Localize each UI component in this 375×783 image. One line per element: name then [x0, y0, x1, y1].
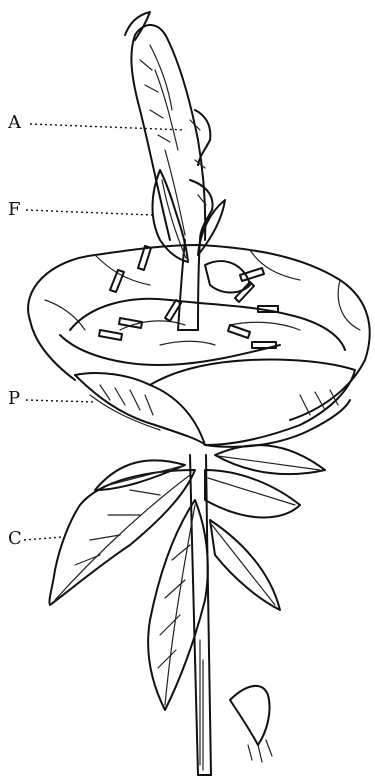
leader-p	[26, 400, 95, 402]
leaves	[49, 445, 325, 762]
label-c: C	[8, 528, 22, 549]
label-f: F	[8, 199, 21, 220]
leader-c	[24, 537, 62, 540]
leader-a	[30, 124, 185, 130]
label-p: P	[8, 388, 20, 409]
leader-lines	[24, 124, 185, 540]
label-a: A	[7, 112, 22, 133]
labels: A F P C	[7, 112, 22, 549]
floral-axis	[125, 12, 250, 330]
leader-f	[26, 210, 152, 215]
